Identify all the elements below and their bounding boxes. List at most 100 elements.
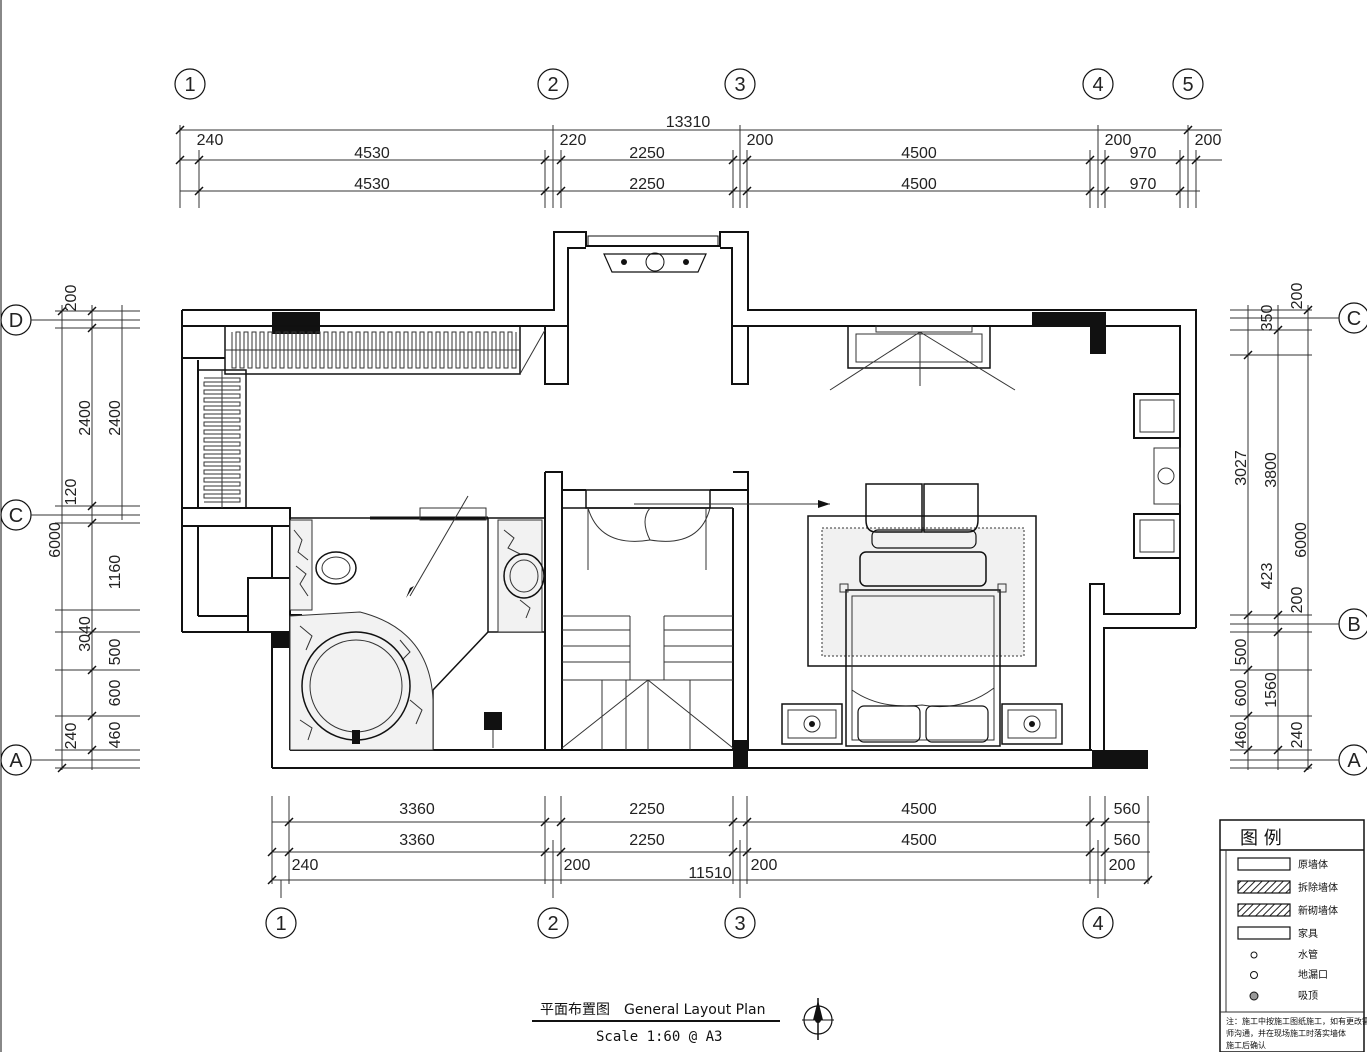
svg-text:11510: 11510 xyxy=(688,865,731,882)
svg-text:200: 200 xyxy=(63,285,80,312)
svg-text:3800: 3800 xyxy=(1263,452,1280,488)
svg-text:2250: 2250 xyxy=(629,801,665,818)
svg-text:200: 200 xyxy=(747,132,774,149)
bed xyxy=(807,483,1037,747)
north-arrow-icon xyxy=(802,998,834,1040)
svg-text:2250: 2250 xyxy=(629,176,665,193)
svg-text:500: 500 xyxy=(1233,639,1250,666)
svg-text:师沟通，并在现场施工时落实墙体: 师沟通，并在现场施工时落实墙体 xyxy=(1226,1028,1346,1038)
svg-text:拆除墙体: 拆除墙体 xyxy=(1298,881,1338,894)
svg-text:3: 3 xyxy=(734,74,745,96)
svg-text:C: C xyxy=(1347,308,1361,330)
svg-text:4: 4 xyxy=(1092,913,1103,935)
svg-text:460: 460 xyxy=(1233,722,1250,749)
axis-bubble-left-c: C xyxy=(0,499,32,531)
svg-text:2400: 2400 xyxy=(77,400,94,436)
axis-bubble-right-c: C xyxy=(1338,302,1367,334)
right-dimensions: C B A xyxy=(1230,283,1367,776)
tv-cabinet xyxy=(829,325,1016,391)
axis-bubble-left-a: A xyxy=(0,744,32,776)
drawing-title: 平面布置图 General Layout Plan Scale 1:60 @ A… xyxy=(532,998,834,1045)
svg-text:2400: 2400 xyxy=(107,400,124,436)
axis-bubble-bottom-1: 1 xyxy=(265,907,297,939)
svg-text:200: 200 xyxy=(1105,132,1132,149)
axis-bubble-top-1: 1 xyxy=(174,68,206,100)
left-dimensions: D C A xyxy=(0,285,140,776)
svg-text:220: 220 xyxy=(560,132,587,149)
axis-bubble-right-b: B xyxy=(1338,608,1367,640)
svg-text:施工后确认: 施工后确认 xyxy=(1226,1040,1266,1050)
svg-text:13310: 13310 xyxy=(666,114,711,131)
svg-text:600: 600 xyxy=(107,680,124,707)
axis-bubble-bottom-4: 4 xyxy=(1082,907,1114,939)
svg-text:4500: 4500 xyxy=(901,832,937,849)
svg-text:200: 200 xyxy=(1109,857,1136,874)
axis-bubble-bottom-3: 3 xyxy=(724,907,756,939)
svg-text:3360: 3360 xyxy=(399,832,435,849)
svg-text:240: 240 xyxy=(1289,722,1306,749)
svg-text:注：施工中按施工图纸施工，如有更改需与设计: 注：施工中按施工图纸施工，如有更改需与设计 xyxy=(1226,1016,1367,1026)
svg-text:原墙体: 原墙体 xyxy=(1298,858,1328,871)
scale-label: Scale 1:60 @ A3 xyxy=(596,1029,722,1045)
svg-text:3: 3 xyxy=(734,913,745,935)
svg-text:地漏口: 地漏口 xyxy=(1298,968,1328,981)
svg-text:200: 200 xyxy=(751,857,778,874)
bathroom xyxy=(289,495,545,751)
svg-text:6000: 6000 xyxy=(1293,522,1310,558)
svg-text:3027: 3027 xyxy=(1233,450,1250,486)
svg-text:吸顶: 吸顶 xyxy=(1298,990,1318,1002)
svg-text:2250: 2250 xyxy=(629,145,665,162)
svg-text:B: B xyxy=(1347,614,1360,636)
wardrobe-top xyxy=(224,325,546,375)
nightstands xyxy=(781,703,1063,745)
svg-text:2: 2 xyxy=(547,913,558,935)
svg-text:460: 460 xyxy=(107,722,124,749)
axis-bubble-top-5: 5 xyxy=(1172,68,1204,100)
svg-text:1: 1 xyxy=(184,74,195,96)
svg-text:970: 970 xyxy=(1130,176,1157,193)
svg-text:4530: 4530 xyxy=(354,145,390,162)
svg-text:C: C xyxy=(9,505,23,527)
staircase xyxy=(561,489,830,750)
svg-text:423: 423 xyxy=(1259,563,1276,590)
svg-text:4500: 4500 xyxy=(901,145,937,162)
svg-text:新砌墙体: 新砌墙体 xyxy=(1298,904,1338,917)
legend-title: 图 例 xyxy=(1240,828,1282,849)
bottom-dimensions: 3360 2250 4500 560 3360 2250 4500 560 24… xyxy=(265,796,1153,939)
svg-text:4500: 4500 xyxy=(901,801,937,818)
svg-text:2: 2 xyxy=(547,74,558,96)
svg-text:水管: 水管 xyxy=(1298,948,1318,961)
axis-bubble-right-a: A xyxy=(1338,744,1367,776)
svg-text:3040: 3040 xyxy=(77,616,94,652)
svg-text:5: 5 xyxy=(1182,74,1193,96)
svg-text:200: 200 xyxy=(564,857,591,874)
svg-text:240: 240 xyxy=(197,132,224,149)
svg-text:A: A xyxy=(9,750,23,772)
svg-text:200: 200 xyxy=(1289,587,1306,614)
svg-text:560: 560 xyxy=(1114,832,1141,849)
svg-text:6000: 6000 xyxy=(47,522,64,558)
svg-text:500: 500 xyxy=(107,639,124,666)
svg-text:970: 970 xyxy=(1130,145,1157,162)
top-dimensions: 1 2 3 4 5 xyxy=(174,68,1222,208)
svg-text:4530: 4530 xyxy=(354,176,390,193)
svg-text:1: 1 xyxy=(275,913,286,935)
svg-text:1160: 1160 xyxy=(107,555,124,590)
axis-bubble-top-3: 3 xyxy=(724,68,756,100)
console-table xyxy=(587,235,719,273)
title-cn: 平面布置图 xyxy=(540,1002,610,1018)
svg-text:240: 240 xyxy=(292,857,319,874)
svg-text:3360: 3360 xyxy=(399,801,435,818)
svg-text:1560: 1560 xyxy=(1263,672,1280,708)
title-en: General Layout Plan xyxy=(624,1002,765,1018)
svg-text:家具: 家具 xyxy=(1298,927,1318,940)
svg-text:2250: 2250 xyxy=(629,832,665,849)
svg-text:350: 350 xyxy=(1259,305,1276,332)
side-cabinets xyxy=(1133,393,1181,559)
axis-bubble-top-4: 4 xyxy=(1082,68,1114,100)
svg-text:4: 4 xyxy=(1092,74,1103,96)
axis-bubble-bottom-2: 2 xyxy=(537,907,569,939)
axis-bubble-top-2: 2 xyxy=(537,68,569,100)
svg-text:4500: 4500 xyxy=(901,176,937,193)
